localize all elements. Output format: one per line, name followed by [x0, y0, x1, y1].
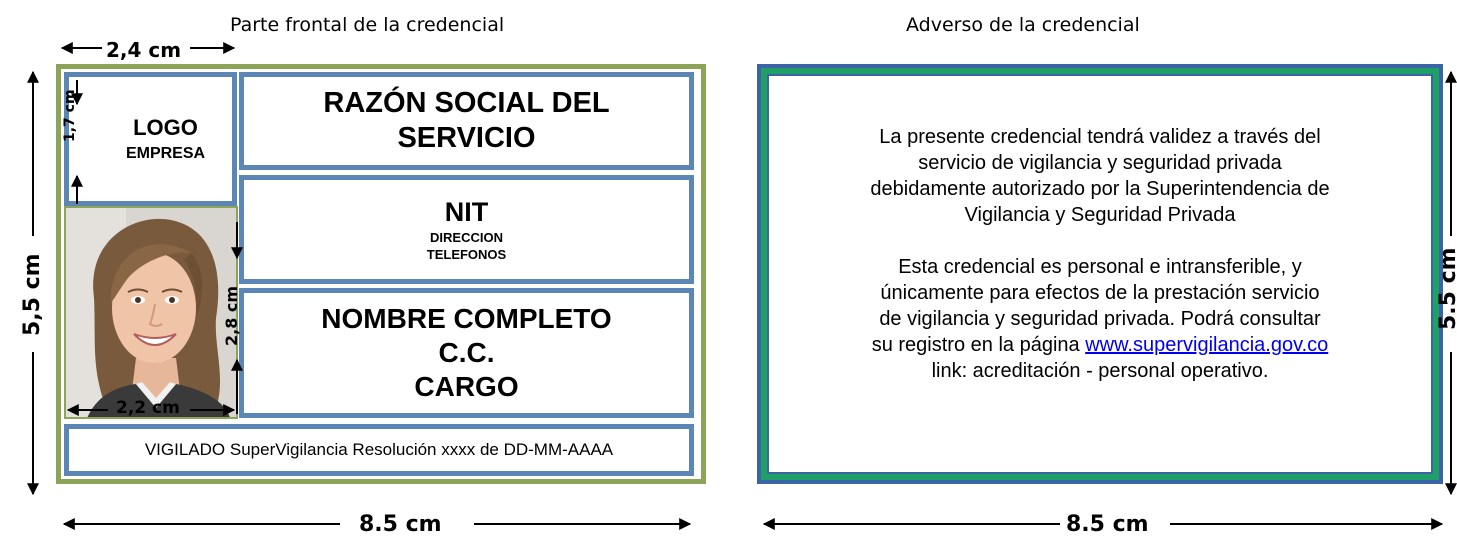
- photo-height-label: 2,8 cm: [222, 285, 241, 346]
- back-line: link: acreditación - personal operativo.: [931, 360, 1269, 382]
- supervigilancia-link[interactable]: www.supervigilancia.gov.co: [1085, 334, 1329, 356]
- name-box: NOMBRE COMPLETO C.C. CARGO: [239, 288, 694, 418]
- back-paragraph-2: Esta credencial es personal e intransfer…: [772, 254, 1428, 384]
- company-name-box: RAZÓN SOCIAL DEL SERVICIO: [239, 72, 694, 170]
- company-name-line1: RAZÓN SOCIAL DEL: [323, 87, 610, 119]
- back-line: Esta credencial es personal e intransfer…: [898, 256, 1302, 278]
- back-line: debidamente autorizado por la Superinten…: [870, 178, 1330, 200]
- photo: [64, 206, 238, 419]
- logo-box: LOGO EMPRESA: [64, 72, 237, 206]
- logo-subtitle: EMPRESA: [125, 145, 206, 162]
- person-photo-illustration: [66, 208, 236, 417]
- front-width-label: 8.5 cm: [359, 512, 442, 537]
- back-line-prefix: su registro en la página: [871, 334, 1086, 356]
- photo-width-label: 2,2 cm: [116, 398, 180, 418]
- id-number: C.C.: [438, 337, 495, 368]
- company-name-line2: SERVICIO: [397, 122, 536, 154]
- back-card: [757, 64, 1443, 484]
- footer-text: VIGILADO SuperVigilancia Resolución xxxx…: [144, 440, 614, 459]
- back-line: La presente credencial tendrá validez a …: [879, 126, 1321, 148]
- logo-height-label: 1,7 cm: [62, 89, 78, 142]
- phones-label: TELEFONOS: [426, 247, 507, 262]
- back-line: únicamente para efectos de la prestación…: [880, 282, 1320, 304]
- logo-title: LOGO: [133, 115, 198, 140]
- address-label: DIRECCION: [430, 230, 503, 245]
- back-line: Vigilancia y Seguridad Privada: [964, 204, 1236, 226]
- full-name: NOMBRE COMPLETO: [321, 303, 612, 334]
- logo-width-label: 2,4 cm: [106, 38, 182, 62]
- front-height-label: 5,5 cm: [20, 253, 45, 336]
- front-caption: Parte frontal de la credencial: [230, 14, 505, 36]
- back-line-with-link: su registro en la página www.supervigila…: [772, 332, 1428, 358]
- job-role: CARGO: [414, 371, 519, 402]
- nit-box: NIT DIRECCION TELEFONOS: [239, 175, 694, 284]
- back-caption: Adverso de la credencial: [906, 14, 1140, 36]
- back-width-label: 8.5 cm: [1066, 512, 1149, 537]
- back-text: La presente credencial tendrá validez a …: [772, 124, 1428, 384]
- footer-box: VIGILADO SuperVigilancia Resolución xxxx…: [64, 424, 694, 476]
- back-line: de vigilancia y seguridad privada. Podrá…: [879, 308, 1321, 330]
- back-paragraph-1: La presente credencial tendrá validez a …: [772, 124, 1428, 228]
- nit-label: NIT: [444, 197, 489, 227]
- back-card-inner-border: [761, 68, 1439, 480]
- back-line: servicio de vigilancia y seguridad priva…: [918, 152, 1282, 174]
- back-height-label: 5.5 cm: [1436, 247, 1457, 330]
